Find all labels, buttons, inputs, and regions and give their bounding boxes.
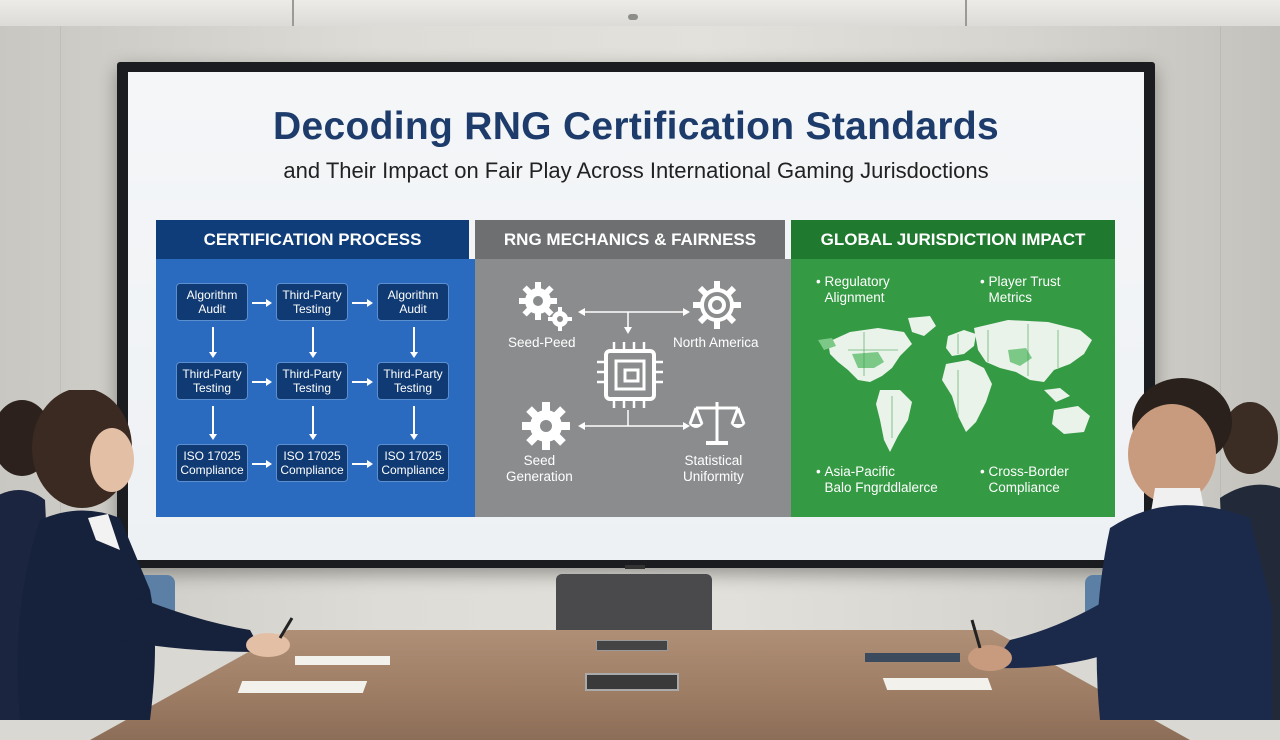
flow-arrow (212, 406, 214, 435)
wall-seam (60, 26, 61, 636)
flow-step-box: Third-Party Testing (176, 362, 248, 400)
flow-step-box: ISO 17025 Compliance (276, 444, 348, 482)
table-power-port (585, 673, 679, 691)
panel-heading: CERTIFICATION PROCESS (156, 220, 469, 259)
arrow-head-icon (367, 377, 373, 386)
seed-generation-label: Seed Generation (506, 453, 573, 484)
mechanics-connectors (578, 308, 690, 430)
statistical-uniformity-label: Statistical Uniformity (683, 453, 744, 484)
slide-screen: Decoding RNG Certification Standards and… (128, 72, 1144, 560)
arrow-head-icon (266, 298, 272, 307)
attendee-man (968, 378, 1280, 720)
flow-arrow (212, 327, 214, 353)
player-trust-text: • Player Trust Metrics (980, 274, 1061, 305)
asia-pacific-text: • Asia-Pacific Balo Fngrddlalerce (816, 464, 938, 495)
arrow-head-icon (266, 377, 272, 386)
notepad (295, 656, 390, 665)
tv-logo (625, 565, 645, 569)
flow-step-box: Third-Party Testing (377, 362, 449, 400)
regulatory-alignment-label: Regulatory Alignment (824, 274, 890, 305)
flow-arrow (312, 327, 314, 353)
flow-arrow (352, 463, 368, 465)
chip-icon (597, 342, 663, 408)
regulatory-alignment-text: • Regulatory Alignment (816, 274, 890, 305)
seed-peed-label: Seed-Peed (508, 335, 576, 350)
arrow-head-icon (409, 352, 418, 358)
flow-arrow (252, 463, 267, 465)
table-power-port (596, 640, 668, 651)
arrow-head-icon (208, 434, 217, 440)
flow-step-box: Algorithm Audit (377, 283, 449, 321)
ceiling (0, 0, 1280, 27)
north-america-label: North America (673, 335, 759, 350)
cog-icon (693, 281, 741, 329)
scales-icon (688, 402, 746, 445)
panel-heading: GLOBAL JURISDICTION IMPACT (791, 220, 1115, 259)
tablet (865, 653, 960, 662)
arrow-head-icon (367, 459, 373, 468)
flow-arrow (312, 406, 314, 435)
cross-border-text: • Cross-Border Compliance (980, 464, 1069, 495)
flow-arrow (252, 381, 267, 383)
ceiling-seam (965, 0, 967, 26)
player-trust-label: Player Trust Metrics (988, 274, 1061, 305)
slide-title: Decoding RNG Certification Standards (273, 105, 999, 148)
arrow-head-icon (409, 434, 418, 440)
flow-arrow (352, 302, 368, 304)
world-map-icon (818, 316, 1092, 452)
attendee-woman (0, 390, 294, 720)
arrow-head-icon (367, 298, 373, 307)
cross-border-label: Cross-Border Compliance (988, 464, 1069, 495)
arrow-head-icon (308, 352, 317, 358)
arrow-head-icon (266, 459, 272, 468)
flow-arrow (252, 302, 267, 304)
flow-arrow (352, 381, 368, 383)
flow-step-box: Third-Party Testing (276, 283, 348, 321)
chair-back (556, 574, 712, 636)
asia-pacific-label: Asia-Pacific Balo Fngrddlalerce (824, 464, 938, 495)
flow-step-box: ISO 17025 Compliance (176, 444, 248, 482)
arrow-head-icon (308, 434, 317, 440)
wall-seam (1220, 26, 1221, 636)
gears-icon (519, 282, 572, 331)
ceiling-sensor (628, 14, 638, 20)
panel-heading: RNG MECHANICS & FAIRNESS (475, 220, 785, 259)
ceiling-seam (292, 0, 294, 26)
flow-arrow (413, 406, 415, 435)
arrow-head-icon (208, 352, 217, 358)
gear-icon (522, 402, 570, 450)
flow-arrow (413, 327, 415, 353)
flow-step-box: Third-Party Testing (276, 362, 348, 400)
slide-subtitle: and Their Impact on Fair Play Across Int… (283, 158, 989, 183)
flow-step-box: ISO 17025 Compliance (377, 444, 449, 482)
flow-step-box: Algorithm Audit (176, 283, 248, 321)
